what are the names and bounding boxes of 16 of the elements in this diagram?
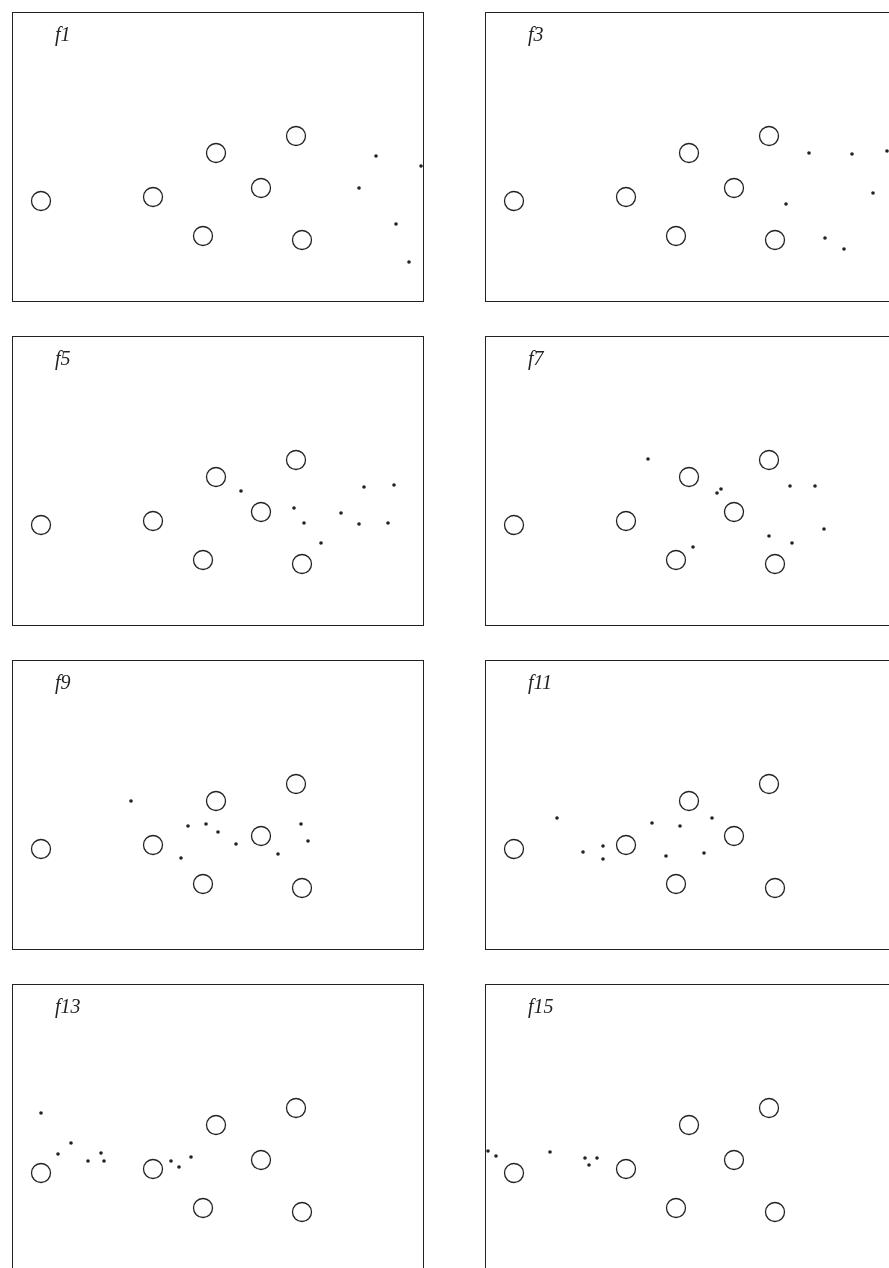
panel-label: f5 (55, 347, 71, 370)
plot-panel (12, 660, 424, 950)
panel-label: f7 (528, 347, 544, 370)
panel-label: f11 (528, 671, 553, 694)
plot-panel (485, 660, 889, 950)
plot-panel (12, 12, 424, 302)
panel-label: f3 (528, 23, 544, 46)
panel-label: f1 (55, 23, 71, 46)
panel-label: f15 (528, 995, 554, 1018)
plot-panel (485, 984, 889, 1268)
plot-panel (485, 12, 889, 302)
panel-label: f9 (55, 671, 71, 694)
plot-panel (12, 984, 424, 1268)
panel-label: f13 (55, 995, 81, 1018)
plot-panel (485, 336, 889, 626)
plot-panel (12, 336, 424, 626)
